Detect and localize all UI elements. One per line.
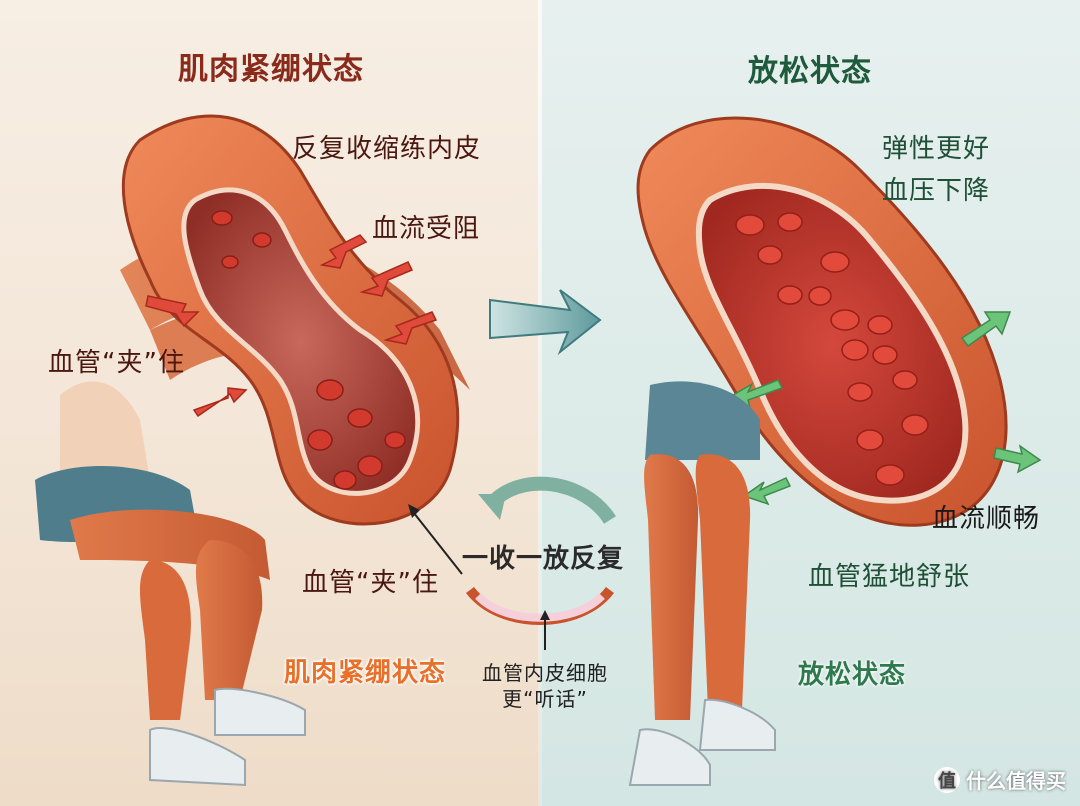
right-state-badge: 放松状态 [798,660,907,690]
right-red-blood-cells [735,212,929,486]
left-squat-figure [35,381,306,787]
vessel-clamped-label-lower: 血管“夹”住 [302,568,439,598]
vessel-dilate-label: 血管猛地舒张 [808,562,971,592]
right-caption-line1: 弹性更好 [882,134,991,164]
endothelial-caption-line2: 更“听话” [502,687,588,711]
endothelium-arc [408,504,614,650]
watermark-text: 什么值得买 [966,769,1066,793]
right-standing-figure [628,381,776,786]
endothelial-caption: 血管内皮细胞 更“听话” [470,660,620,712]
vessel-clamped-label-upper: 血管“夹”住 [48,348,185,378]
endothelial-caption-line1: 血管内皮细胞 [482,661,608,685]
left-caption-top: 反复收缩练内皮 [292,134,482,164]
cycle-label: 一收一放反复 [462,544,625,574]
pressure-arrows-red [145,234,438,418]
transition-arrow [489,289,602,356]
left-state-badge: 肌肉紧绷状态 [284,658,447,688]
left-red-blood-cells [211,210,406,490]
cycle-arrow [478,476,616,525]
right-caption-line2: 血压下降 [882,176,991,206]
right-title: 放松状态 [748,54,872,89]
left-title: 肌肉紧绷状态 [178,52,364,87]
panel-divider [538,0,542,806]
blood-smooth-label: 血流顺畅 [932,504,1041,534]
watermark: 值 什么值得买 [934,765,1066,794]
blood-blocked-label: 血流受阻 [372,214,481,244]
watermark-logo-icon: 值 [934,766,960,793]
